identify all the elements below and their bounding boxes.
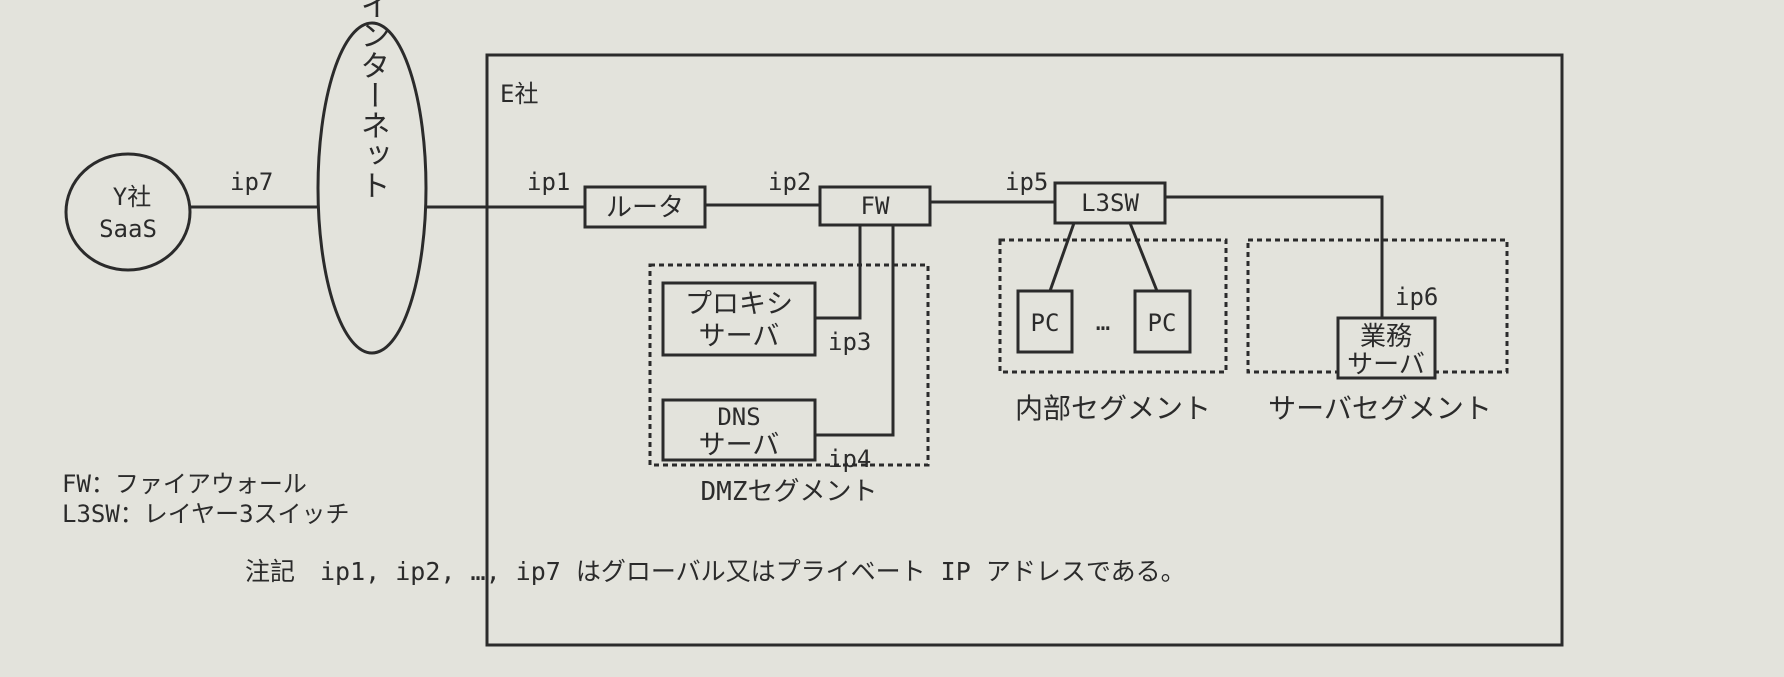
pc2-node bbox=[1133, 289, 1192, 354]
company-boundary bbox=[485, 53, 1564, 647]
dns-label-2: サーバ bbox=[699, 430, 780, 461]
pc-ellipsis: … bbox=[1096, 308, 1110, 336]
proxy-label-1: プロキシ bbox=[685, 289, 793, 320]
server-segment-label: サーバセグメント bbox=[1268, 392, 1492, 425]
ip4-label: ip4 bbox=[828, 445, 871, 473]
internal-segment-label: 内部セグメント bbox=[1015, 392, 1211, 425]
proxy-label-2: サーバ bbox=[699, 321, 780, 352]
ip7-label: ip7 bbox=[230, 168, 273, 196]
y-saas-label-2: SaaS bbox=[99, 215, 157, 243]
y-saas-node bbox=[64, 152, 192, 272]
y-saas-label-1: Y社 bbox=[113, 183, 151, 211]
pc1-node bbox=[1016, 289, 1074, 354]
proxy-server-node bbox=[661, 281, 817, 357]
ip5-label: ip5 bbox=[1005, 168, 1048, 196]
link-l3sw-bizserver bbox=[1165, 195, 1384, 318]
business-server-label-1: 業務 bbox=[1360, 322, 1412, 352]
link-l3sw-pc2 bbox=[1128, 222, 1159, 292]
legend-l3sw: L3SW：レイヤー3スイッチ bbox=[62, 500, 350, 528]
internet-node bbox=[316, 21, 428, 355]
dmz-segment bbox=[648, 263, 930, 467]
ip1-label: ip1 bbox=[527, 168, 570, 196]
dns-server-node bbox=[661, 398, 817, 462]
business-server-node bbox=[1336, 316, 1437, 380]
legend-fw: FW：ファイアウォール bbox=[62, 470, 307, 498]
fw-node bbox=[818, 185, 932, 227]
dmz-segment-label: DMZセグメント bbox=[701, 477, 878, 507]
internal-segment bbox=[998, 238, 1228, 374]
router-label: ルータ bbox=[606, 193, 684, 223]
ip3-label: ip3 bbox=[828, 328, 871, 356]
company-label: E社 bbox=[500, 80, 538, 108]
ip2-label: ip2 bbox=[768, 168, 811, 196]
link-fw-proxy bbox=[815, 225, 862, 320]
ip6-label: ip6 bbox=[1395, 283, 1438, 311]
footnote: 注記 ip1, ip2, …, ip7 はグローバル又はプライベート IP アド… bbox=[245, 557, 1186, 586]
business-server-label-2: サーバ bbox=[1347, 350, 1425, 380]
l3sw-node bbox=[1053, 181, 1167, 225]
server-segment bbox=[1246, 238, 1509, 374]
internet-label: インターネット bbox=[355, 0, 390, 200]
fw-label: FW bbox=[861, 192, 890, 220]
dns-label-1: DNS bbox=[717, 403, 760, 431]
pc1-label: PC bbox=[1031, 309, 1060, 337]
router-node bbox=[583, 185, 707, 229]
pc2-label: PC bbox=[1148, 309, 1177, 337]
l3sw-label: L3SW bbox=[1081, 189, 1139, 217]
link-fw-dns bbox=[815, 225, 895, 437]
link-l3sw-pc1 bbox=[1048, 222, 1076, 292]
